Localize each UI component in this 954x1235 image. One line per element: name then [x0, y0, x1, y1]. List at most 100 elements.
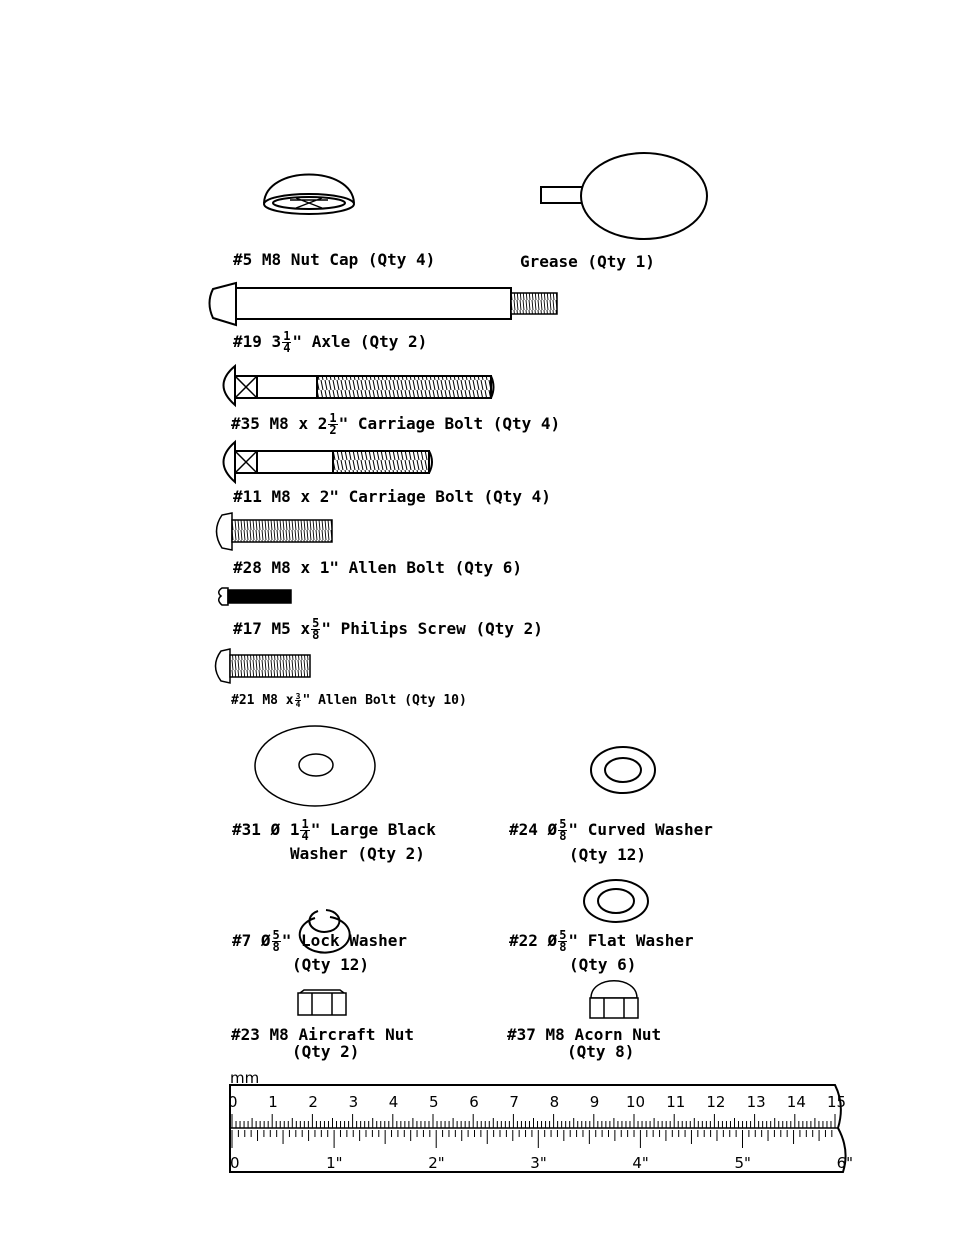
part-line2: (Qty 12): [569, 845, 647, 864]
label-carriage-bolt-2: #11 M8 x 2" Carriage Bolt (Qty 4): [233, 488, 551, 506]
part-pre: M8 x: [262, 693, 294, 708]
part-number: #19: [233, 332, 262, 351]
ruler-unit-label: mm: [230, 1069, 259, 1087]
part-number: #37: [507, 1025, 536, 1044]
part-text: M8 x 1" Allen Bolt (Qty 6): [271, 558, 522, 577]
part-text: Grease (Qty 1): [520, 252, 655, 271]
part-number: #24: [509, 820, 538, 839]
part-text: M8 Aircraft Nut: [269, 1025, 415, 1044]
part-number: #23: [231, 1025, 260, 1044]
ruler-cm-label: 13: [747, 1093, 766, 1111]
label-curved-washer-line2: (Qty 12): [569, 846, 646, 864]
part-text: M8 Acorn Nut: [545, 1025, 662, 1044]
part-number: #11: [233, 487, 262, 506]
label-large-washer-line2: Washer (Qty 2): [290, 845, 425, 863]
ruler-cm-label: 15: [827, 1093, 846, 1111]
part-pre: M8 x 2: [269, 414, 328, 433]
large-washer-drawing: [254, 725, 376, 807]
part-number: #35: [231, 414, 260, 433]
label-lock-washer-line2: (Qty 12): [292, 956, 369, 974]
part-post: " Allen Bolt (Qty 10): [302, 693, 467, 708]
label-grease: Grease (Qty 1): [520, 253, 655, 271]
part-line2: (Qty 12): [292, 955, 370, 974]
ruler-cm-label: 12: [706, 1093, 725, 1111]
ruler-inch-label: 0: [230, 1154, 240, 1172]
curved-washer-drawing: [590, 746, 656, 794]
part-post: " Carriage Bolt (Qty 4): [338, 414, 561, 433]
label-aircraft-nut-line2: (Qty 2): [292, 1043, 359, 1061]
grease-drawing: [540, 152, 708, 240]
aircraft-nut-drawing: [297, 989, 347, 1016]
acorn-nut-drawing: [589, 980, 639, 1019]
ruler-inch-label: 2": [428, 1154, 444, 1172]
carriage-bolt-2-drawing: [222, 439, 433, 485]
part-post: " Lock Washer: [281, 931, 408, 950]
ruler-cm-label: 8: [550, 1093, 560, 1111]
part-line2: (Qty 2): [292, 1042, 360, 1061]
ruler-cm-label: 0: [228, 1093, 238, 1111]
part-number: #7: [232, 931, 252, 950]
label-flat-washer-line2: (Qty 6): [569, 956, 636, 974]
ruler-cm-label: 4: [389, 1093, 399, 1111]
part-number: #31: [232, 820, 261, 839]
part-number: #21: [231, 693, 255, 708]
part-pre: Ø: [260, 931, 271, 950]
ruler-inch-label: 3": [530, 1154, 546, 1172]
axle-drawing: [208, 281, 558, 327]
part-pre: Ø: [547, 931, 558, 950]
ruler-inch-label: 4": [632, 1154, 648, 1172]
ruler-inch-label: 1": [326, 1154, 342, 1172]
part-post: " Axle (Qty 2): [292, 332, 428, 351]
label-acorn-nut-line2: (Qty 8): [567, 1043, 634, 1061]
label-allen-bolt-1: #28 M8 x 1" Allen Bolt (Qty 6): [233, 559, 522, 577]
ruler-cm-label: 5: [429, 1093, 439, 1111]
ruler-cm-label: 7: [509, 1093, 519, 1111]
label-aircraft-nut: #23 M8 Aircraft Nut: [231, 1026, 414, 1044]
part-post: " Large Black: [310, 820, 436, 839]
ruler-cm-label: 3: [349, 1093, 359, 1111]
part-post: " Philips Screw (Qty 2): [321, 619, 543, 638]
part-post: " Flat Washer: [568, 931, 694, 950]
nut-cap-drawing: [263, 173, 355, 215]
label-nut-cap: #5 M8 Nut Cap (Qty 4): [233, 251, 435, 269]
ruler-cm-label: 6: [469, 1093, 479, 1111]
ruler-inch-label: 6": [837, 1154, 853, 1172]
part-line2: (Qty 8): [567, 1042, 635, 1061]
ruler-cm-label: 14: [787, 1093, 806, 1111]
ruler-cm-label: 9: [590, 1093, 600, 1111]
ruler-cm-label: 11: [666, 1093, 685, 1111]
allen-bolt-34-drawing: [214, 648, 311, 684]
label-acorn-nut: #37 M8 Acorn Nut: [507, 1026, 661, 1044]
part-line2: (Qty 6): [569, 955, 637, 974]
part-number: #22: [509, 931, 538, 950]
carriage-bolt-2-5-drawing: [222, 363, 495, 408]
part-text: M8 Nut Cap (Qty 4): [261, 250, 436, 269]
part-pre: M5 x: [271, 619, 311, 638]
lock-washer-drawing: [298, 909, 351, 954]
ruler-cm-label: 10: [626, 1093, 645, 1111]
allen-bolt-1-drawing: [215, 512, 333, 551]
flat-washer-drawing: [583, 879, 649, 923]
part-number: #17: [233, 619, 262, 638]
part-pre: Ø: [547, 820, 558, 839]
part-pre: 3: [271, 332, 282, 351]
philips-screw-drawing: [218, 587, 292, 606]
